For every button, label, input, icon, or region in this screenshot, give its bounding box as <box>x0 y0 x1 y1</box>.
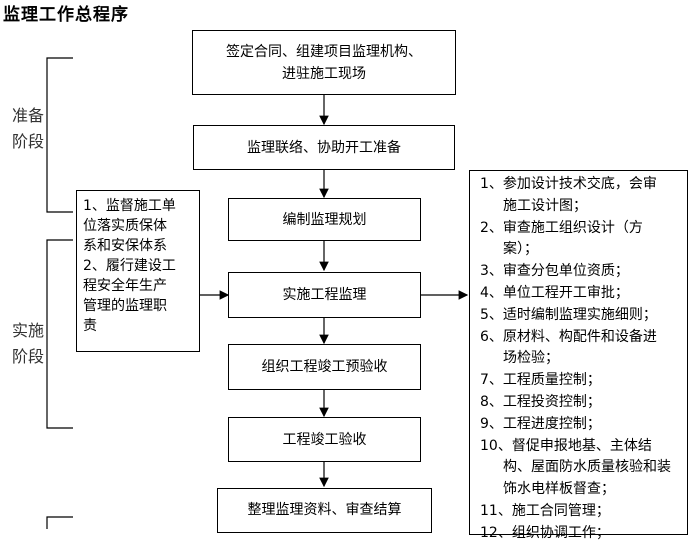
right-info-line: 12、组织协调工作； <box>480 524 610 541</box>
right-info-line: 4、单位工程开工审批； <box>480 284 629 301</box>
right-info-line: 6、原材料、构配件和设备进 <box>480 328 657 345</box>
right-info-line: 场检验； <box>503 350 559 367</box>
left-info-line: 程安全年生产 <box>83 278 167 294</box>
right-info-line: 5、适时编制监理实施细则； <box>480 306 657 323</box>
right-info-line: 9、工程进度控制； <box>480 415 601 432</box>
stage-impl-line2: 阶段 <box>12 347 45 366</box>
left-info-line: 责 <box>83 318 97 334</box>
flow-step-7: 整理监理资料、审查结算 <box>217 488 432 533</box>
right-info-line: 施工设计图； <box>503 197 587 214</box>
flow-step-4: 实施工程监理 <box>228 272 421 318</box>
right-info-line: 7、工程质量控制； <box>480 372 601 389</box>
stage-impl-line1: 实施 <box>12 321 45 340</box>
stage-label-prep: 准备 阶段 <box>12 103 44 155</box>
left-info-line: 系和安保体系 <box>83 238 167 254</box>
right-info-line: 3、审查分包单位资质； <box>480 263 629 280</box>
impl-bracket <box>46 239 73 429</box>
flow-connectors <box>46 57 469 529</box>
right-info-box: 1、参加设计技术交底，会审 施工设计图； 2、审查施工组织设计（方 案）； 3、… <box>469 170 688 541</box>
flow-step-1: 签定合同、组建项目监理机构、 进驻施工现场 <box>192 30 456 95</box>
stage-label-impl: 实施 阶段 <box>12 318 44 370</box>
right-info-line: 8、工程投资控制； <box>480 393 601 410</box>
next-bracket <box>46 516 73 529</box>
left-info-line: 管理的监理职 <box>83 298 167 314</box>
stage-prep-line1: 准备 <box>12 106 45 125</box>
page-title: 监理工作总程序 <box>3 5 129 25</box>
flow-step-1-line1: 签定合同、组建项目监理机构、 <box>226 43 422 60</box>
right-info-line: 案）； <box>503 241 538 258</box>
right-info-line: 1、参加设计技术交底，会审 <box>480 176 657 192</box>
right-info-line: 11、施工合同管理； <box>480 502 610 519</box>
flow-step-2: 监理联络、协助开工准备 <box>193 125 455 170</box>
right-info-line: 10、督促申报地基、主体结 <box>480 437 652 454</box>
flow-step-6: 工程竣工验收 <box>228 417 421 462</box>
flow-step-1-line2: 进驻施工现场 <box>282 65 366 82</box>
right-info-line: 2、审查施工组织设计（方 <box>480 219 643 236</box>
stage-prep-line2: 阶段 <box>12 132 45 151</box>
left-info-line: 1、监督施工单 <box>83 198 176 214</box>
prep-bracket <box>46 57 73 213</box>
flow-step-3: 编制监理规划 <box>228 198 421 241</box>
right-info-line: 构、屋面防水质量核验和装 <box>503 459 671 476</box>
flow-step-5: 组织工程竣工预验收 <box>228 344 421 390</box>
left-info-line: 位落实质保体 <box>83 218 167 234</box>
right-info-line: 饰水电样板督查； <box>503 481 615 498</box>
left-info-box: 1、监督施工单 位落实质保体 系和安保体系 2、履行建设工 程安全年生产 管理的… <box>76 190 200 352</box>
left-info-line: 2、履行建设工 <box>83 258 176 274</box>
